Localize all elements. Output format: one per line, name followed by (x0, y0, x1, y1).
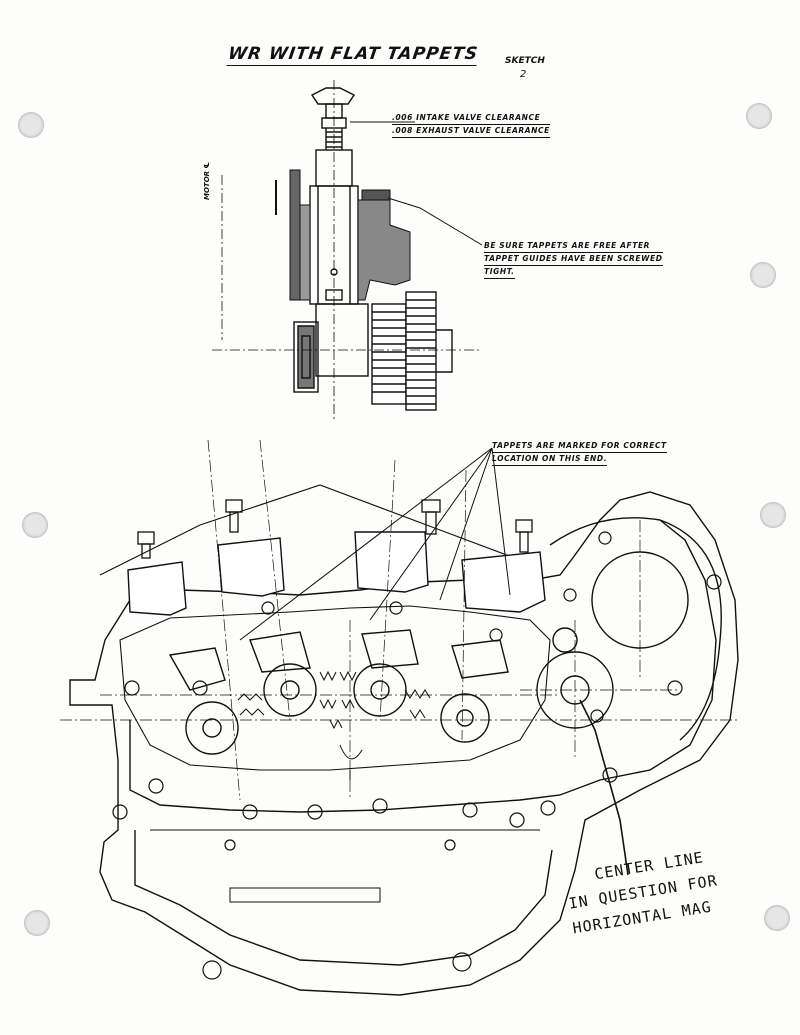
location-note: TAPPETS ARE MARKED FOR CORRECT LOCATION … (492, 440, 667, 466)
clearance-note-line: .008 EXHAUST VALVE CLEARANCE (392, 125, 550, 138)
sketch-number: 2 (520, 69, 527, 80)
binder-hole (22, 512, 48, 538)
tappet-section-view (212, 80, 483, 420)
binder-hole (760, 502, 786, 528)
binder-hole (18, 112, 44, 138)
tappet-guide-note-line: TIGHT. (484, 266, 515, 279)
binder-hole (746, 103, 772, 129)
binder-hole (750, 262, 776, 288)
location-note-line: LOCATION ON THIS END. (492, 453, 608, 466)
drawing-title: WR WITH FLAT TAPPETS (226, 44, 480, 66)
binder-hole (24, 910, 50, 936)
location-note-line: TAPPETS ARE MARKED FOR CORRECT (492, 440, 667, 453)
motor-centerline-label: MOTOR ℄ (203, 162, 211, 200)
binder-hole (764, 905, 790, 931)
clearance-note-line: .006 INTAKE VALVE CLEARANCE (392, 112, 550, 125)
sketch-label: SKETCH (505, 56, 545, 66)
crankcase-side-view (60, 439, 740, 996)
tappet-guide-note-line: BE SURE TAPPETS ARE FREE AFTER (484, 240, 663, 253)
clearance-note: .006 INTAKE VALVE CLEARANCE .008 EXHAUST… (392, 112, 550, 138)
tappet-guide-note-line: TAPPET GUIDES HAVE BEEN SCREWED (484, 253, 663, 266)
tappet-guide-note: BE SURE TAPPETS ARE FREE AFTER TAPPET GU… (484, 240, 663, 279)
